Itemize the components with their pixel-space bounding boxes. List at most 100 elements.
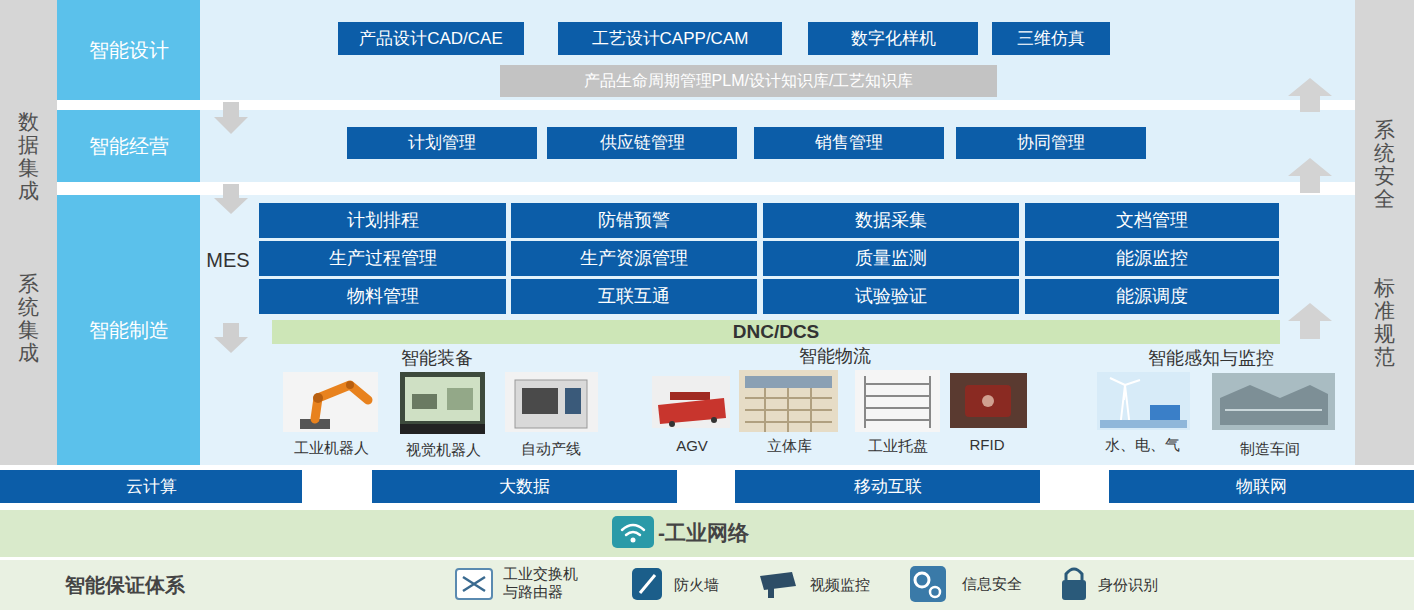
vision-robot-picture xyxy=(412,394,437,409)
production-line-picture xyxy=(522,388,558,414)
utilities-picture xyxy=(1100,420,1187,428)
mes-function-box: 生产资源管理 xyxy=(511,241,757,276)
production-line-picture xyxy=(505,372,598,432)
mes-function-box: 防错预警 xyxy=(511,203,757,238)
box-label: 智能制造 xyxy=(89,319,169,342)
module-box: 计划管理 xyxy=(347,127,537,159)
box-label: 工艺设计CAPP/CAM xyxy=(592,29,749,49)
vertical-label: 标准规范 xyxy=(1374,276,1395,368)
down-arrow xyxy=(214,102,248,134)
rfid-picture xyxy=(982,395,994,407)
gear-icon xyxy=(910,566,946,602)
pallet-rack-picture xyxy=(865,376,930,428)
mes-function-box: 质量监测 xyxy=(763,241,1019,276)
technology-bar: 物联网 xyxy=(1109,470,1414,503)
picture-caption: AGV xyxy=(676,437,708,454)
mes-function-box: 生产过程管理 xyxy=(259,241,506,276)
wifi-icon xyxy=(622,525,644,535)
box-label: 能源监控 xyxy=(1116,248,1188,269)
picture-caption: 视觉机器人 xyxy=(406,441,481,458)
security-item: 信息安全 xyxy=(962,575,1022,592)
group-heading: 智能物流 xyxy=(799,346,871,367)
box-label: 计划排程 xyxy=(347,210,419,231)
system-tag: MES xyxy=(206,249,249,272)
mes-function-box: 物料管理 xyxy=(259,279,506,314)
camera-icon xyxy=(760,572,796,590)
vertical-label: 数据集成 xyxy=(18,110,39,202)
switch-icon xyxy=(456,569,492,599)
workshop-picture xyxy=(1225,409,1322,411)
box-label: 物联网 xyxy=(1236,477,1287,497)
security-item: 身份识别 xyxy=(1098,576,1158,593)
rfid-picture xyxy=(950,373,1027,428)
rfid-picture xyxy=(965,385,1011,417)
vision-robot-picture xyxy=(400,372,485,434)
picture-caption: 工业机器人 xyxy=(294,439,369,456)
picture-caption: 制造车间 xyxy=(1240,440,1300,457)
agv-picture xyxy=(670,392,710,400)
wifi-icon xyxy=(612,516,654,548)
knowledge-bar: 产品生命周期管理PLM/设计知识库/工艺知识库 xyxy=(500,65,997,97)
layer-label: 智能经营 xyxy=(57,110,200,182)
module-box: 三维仿真 xyxy=(992,22,1110,55)
box-label: 销售管理 xyxy=(815,133,883,153)
gear-icon xyxy=(915,573,929,587)
box-label: 计划管理 xyxy=(408,133,476,153)
mes-function-box: 能源调度 xyxy=(1025,279,1279,314)
security-item: 视频监控 xyxy=(810,576,870,593)
vision-robot-picture xyxy=(400,424,485,434)
utilities-picture xyxy=(1097,372,1190,430)
warehouse-picture xyxy=(745,388,832,432)
production-line-picture xyxy=(505,372,598,432)
box-label: 生产资源管理 xyxy=(580,248,688,269)
industrial-robot-picture xyxy=(313,393,323,403)
technology-bar: 大数据 xyxy=(372,470,677,503)
production-line-picture xyxy=(565,388,581,414)
up-arrow xyxy=(1288,78,1332,339)
down-arrow xyxy=(214,184,248,214)
box-label: 供应链管理 xyxy=(600,133,685,153)
lock-icon xyxy=(1062,569,1086,600)
mes-function-box: 能源监控 xyxy=(1025,241,1279,276)
picture-caption: RFID xyxy=(970,436,1005,453)
box-label: 智能保证体系 xyxy=(65,574,185,597)
down-arrow xyxy=(214,102,248,353)
utilities-picture xyxy=(1097,372,1190,430)
agv-picture xyxy=(711,417,717,423)
layer-label: 智能制造 xyxy=(57,195,200,465)
picture-caption: 自动产线 xyxy=(521,440,581,457)
mes-function-box: 数据采集 xyxy=(763,203,1019,238)
box-label: 数字化样机 xyxy=(851,29,936,49)
vertical-label: 系统安全 xyxy=(1374,118,1395,210)
mes-function-box: 互联互通 xyxy=(511,279,757,314)
layer-background xyxy=(200,0,1355,100)
vision-robot-picture xyxy=(400,372,485,434)
box-label: 试验验证 xyxy=(855,286,927,307)
camera-icon xyxy=(768,588,774,598)
box-label: 产品生命周期管理PLM/设计知识库/工艺知识库 xyxy=(584,72,914,90)
mes-function-box: 文档管理 xyxy=(1025,203,1279,238)
dnc-band: DNC/DCS xyxy=(272,320,1280,344)
module-box: 产品设计CAD/CAE xyxy=(338,22,524,55)
wifi-icon xyxy=(631,538,636,543)
picture-caption: 立体库 xyxy=(767,437,812,454)
workshop-picture xyxy=(1220,385,1328,425)
firewall-icon xyxy=(640,575,655,593)
box-label: 智能设计 xyxy=(89,39,169,62)
switch-icon xyxy=(456,569,492,599)
mes-function-box: 试验验证 xyxy=(763,279,1019,314)
pallet-rack-picture xyxy=(855,370,940,432)
box-label: 移动互联 xyxy=(854,477,922,497)
warehouse-picture xyxy=(745,376,832,388)
agv-picture xyxy=(658,398,726,424)
industrial-robot-picture xyxy=(283,372,378,432)
module-box: 销售管理 xyxy=(754,127,944,159)
module-box: 供应链管理 xyxy=(547,127,737,159)
agv-picture xyxy=(652,376,730,428)
box-label: 质量监测 xyxy=(855,248,927,269)
box-label: 防错预警 xyxy=(598,210,670,231)
warehouse-picture xyxy=(739,370,838,432)
up-arrow xyxy=(1288,303,1332,339)
pallet-rack-picture xyxy=(855,370,940,432)
vertical-label: 系统集成 xyxy=(18,272,39,364)
